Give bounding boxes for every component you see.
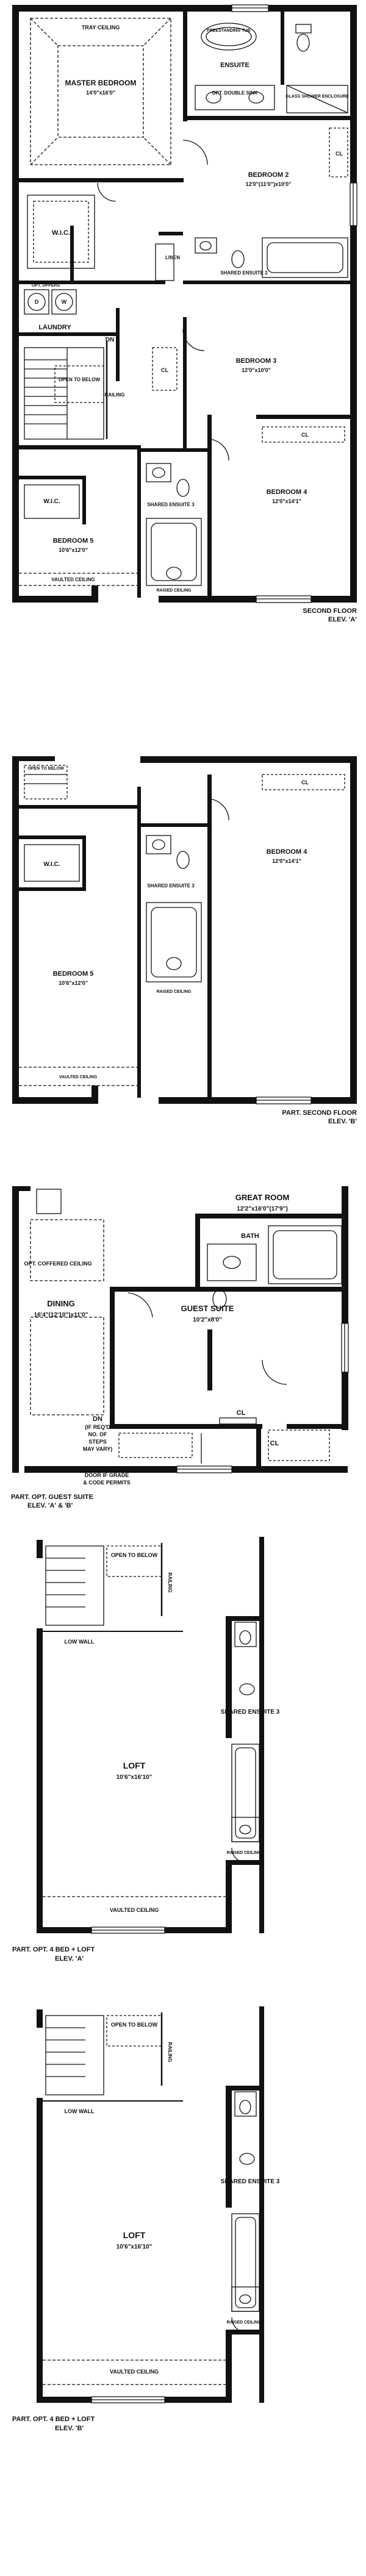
opt-double-sink-label: OPT. DOUBLE SINK [212,90,257,96]
vaulted-ceiling-label: VAULTED CEILING [59,1075,98,1079]
second-floor-plan-a-drawing: TRAY CEILING MASTER BEDROOM 14'0"x16'0" … [12,4,357,623]
bedroom-4-closet-label: CL [301,779,309,785]
shared-ensuite-3-label: SHARED ENSUITE 3 [221,1709,280,1716]
stair-dn-label: DN [93,1415,102,1423]
bedroom-5-size: 10'6"x12'0" [59,547,88,553]
stair-dn-label: DN [106,337,114,343]
raised-ceiling-label: RAISED CEILING [227,2320,262,2325]
ensuite-label: ENSUITE [220,62,249,69]
plan-4-caption-line1: PART. OPT. 4 BED + LOFT [12,1946,95,1953]
hall-closet-label: CL [270,1440,279,1447]
loft-label: LOFT [123,1761,146,1770]
plan-2-caption-line2: ELEV. 'B' [328,1118,357,1125]
stair-note-line1: (IF REQ'D [85,1424,110,1430]
bedroom-3-closet-label: CL [161,367,168,373]
loft-plan-a-drawing: OPEN TO BELOW RAILING LOW WALL SHARED EN… [12,1537,280,1962]
loft-plan-b-drawing: OPEN TO BELOW RAILING LOW WALL SHARED EN… [12,2006,280,2432]
bedroom-4-size: 12'0"x14'1" [272,498,301,504]
great-room-label: GREAT ROOM [235,1193,290,1202]
plan-5-caption-line2: ELEV. 'B' [55,2425,84,2432]
vaulted-ceiling-label: VAULTED CEILING [110,1907,159,1913]
bedroom-5-label: BEDROOM 5 [53,537,94,545]
bedroom-4-size: 12'0"x14'1" [272,858,301,864]
railing-label: RAILING [105,392,125,398]
stair-note-line4: MAY VARY) [83,1446,113,1452]
shared-ensuite-2-label: SHARED ENSUITE 2 [220,270,268,276]
raised-ceiling-label: RAISED CEILING [157,990,192,994]
low-wall-label: LOW WALL [65,1639,95,1645]
freestanding-tub-label: FREESTANDING TUB [207,29,250,33]
guest-closet-label: CL [237,1409,246,1417]
open-to-below-label: OPEN TO BELOW [111,1552,158,1558]
shared-ensuite-3-label: SHARED ENSUITE 3 [221,2178,280,2185]
bedroom-3-size: 12'0"x10'0" [242,367,271,373]
part-second-floor-plan-b-drawing: OPEN TO BELOW W.I.C. SHARED ENSUITE 3 BE… [12,756,357,1125]
plan-4-caption-line2: ELEV. 'A' [55,1955,84,1962]
master-wic-label: W.I.C. [52,229,70,237]
plan-1-caption-line2: ELEV. 'A' [328,616,357,623]
laundry-label: LAUNDRY [38,324,71,331]
door-note-line1: DOOR IF GRADE [85,1472,129,1478]
bath-label: BATH [241,1233,259,1240]
dining-label: DINING [47,1299,75,1308]
loft-size: 10'6"x16'10" [117,2244,152,2250]
guest-suite-plan: GREAT ROOM 12'2"x16'0"(17'9") BATH OPT. … [0,1177,366,1519]
vaulted-ceiling-label: VAULTED CEILING [110,2369,159,2375]
bedroom-5-wic-label: W.I.C. [43,498,60,505]
guest-suite-plan-drawing: GREAT ROOM 12'2"x16'0"(17'9") BATH OPT. … [11,1186,349,1509]
loft-size: 10'6"x16'10" [117,1774,152,1781]
shared-ensuite-3-label: SHARED ENSUITE 3 [147,883,195,889]
master-bedroom-size: 14'0"x16'0" [86,90,115,96]
bedroom-2-label: BEDROOM 2 [248,171,289,179]
bedroom-5-size: 10'6"x12'0" [59,980,88,986]
guest-suite-label: GUEST SUITE [181,1304,234,1313]
open-to-below-label: OPEN TO BELOW [27,767,64,771]
plan-3-caption-line2: ELEV. 'A' & 'B' [27,1502,73,1509]
part-second-floor-plan-b: OPEN TO BELOW W.I.C. SHARED ENSUITE 3 BE… [0,750,366,1140]
dryer-label: D [35,299,39,305]
bedroom-2-closet-label: CL [336,151,343,157]
bedroom-2-size: 12'0"(11'0")x10'0" [246,181,292,187]
opt-uppers-label: OPT. UPPERS [32,284,60,288]
bedroom-4-label: BEDROOM 4 [267,848,308,856]
second-floor-plan-a: TRAY CEILING MASTER BEDROOM 14'0"x16'0" … [0,0,366,634]
bedroom-4-label: BEDROOM 4 [267,488,308,496]
raised-ceiling-label: RAISED CEILING [227,1851,262,1855]
open-to-below-label: OPEN TO BELOW [59,377,100,382]
master-bedroom-label: MASTER BEDROOM [65,79,137,87]
low-wall-label: LOW WALL [65,2108,95,2114]
door-note-line2: & CODE PERMITS [83,1479,131,1486]
guest-suite-size: 10'2"x8'0" [193,1317,222,1323]
bedroom-5-label: BEDROOM 5 [53,970,94,978]
loft-plan-b: OPEN TO BELOW RAILING LOW WALL SHARED EN… [0,2000,366,2452]
shared-ensuite-3-label: SHARED ENSUITE 3 [147,502,195,507]
railing-label: RAILING [167,2042,173,2063]
stair-note-line2: NO. OF [88,1431,108,1437]
tray-ceiling-label: TRAY CEILING [82,24,120,30]
loft-plan-a: OPEN TO BELOW RAILING LOW WALL SHARED EN… [0,1531,366,1982]
stair-note-line3: STEPS [88,1439,107,1445]
vaulted-ceiling-label: VAULTED CEILING [51,577,95,582]
great-room-size: 12'2"x16'0"(17'9") [237,1206,288,1212]
railing-label: RAILING [167,1573,173,1593]
loft-label: LOFT [123,2230,146,2240]
raised-ceiling-label: RAISED CEILING [157,589,192,593]
linen-label: LINEN [165,255,180,260]
glass-shower-label: GLASS SHOWER ENCLOSURE [285,95,349,99]
washer-label: W [62,299,67,305]
dining-size: 16'4"(12'10")x11'0" [34,1312,88,1318]
plan-1-caption-line1: SECOND FLOOR [303,607,357,615]
bedroom-3-label: BEDROOM 3 [236,357,277,365]
opt-coffered-ceiling-label: OPT. COFFERED CEILING [24,1261,92,1267]
bedroom-4-closet-label: CL [301,432,309,438]
plan-3-caption-line1: PART. OPT. GUEST SUITE [11,1494,93,1501]
open-to-below-label: OPEN TO BELOW [111,2022,158,2028]
wic-label: W.I.C. [43,861,60,868]
plan-5-caption-line1: PART. OPT. 4 BED + LOFT [12,2416,95,2423]
plan-2-caption-line1: PART. SECOND FLOOR [282,1109,357,1117]
